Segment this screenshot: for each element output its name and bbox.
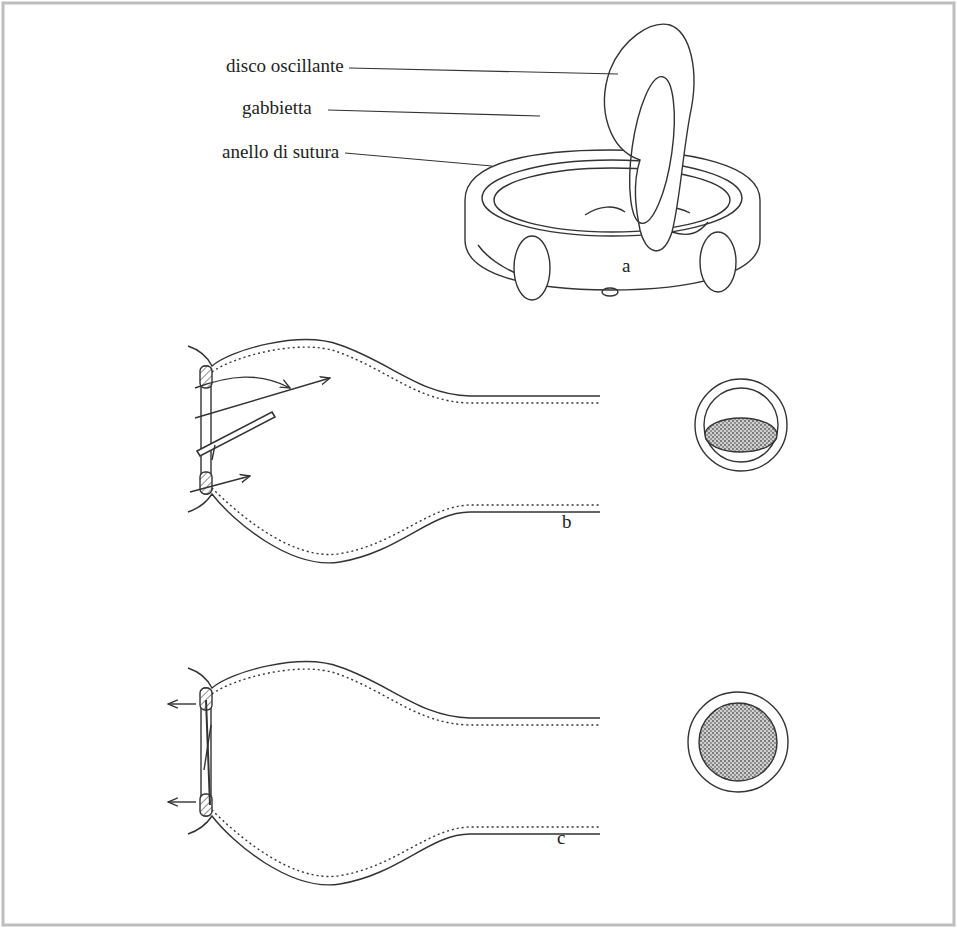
panel-c	[168, 662, 788, 885]
panel-letter: c	[557, 828, 565, 847]
panel-a	[465, 24, 760, 300]
part-label: disco oscillante	[226, 56, 344, 75]
part-label: anello di sutura	[222, 142, 339, 161]
leader-lines	[328, 68, 618, 166]
panel-b	[188, 340, 787, 563]
part-label: gabbietta	[242, 98, 312, 117]
panel-letter: b	[562, 512, 572, 531]
panel-letter: a	[622, 256, 630, 275]
frame	[3, 3, 954, 925]
